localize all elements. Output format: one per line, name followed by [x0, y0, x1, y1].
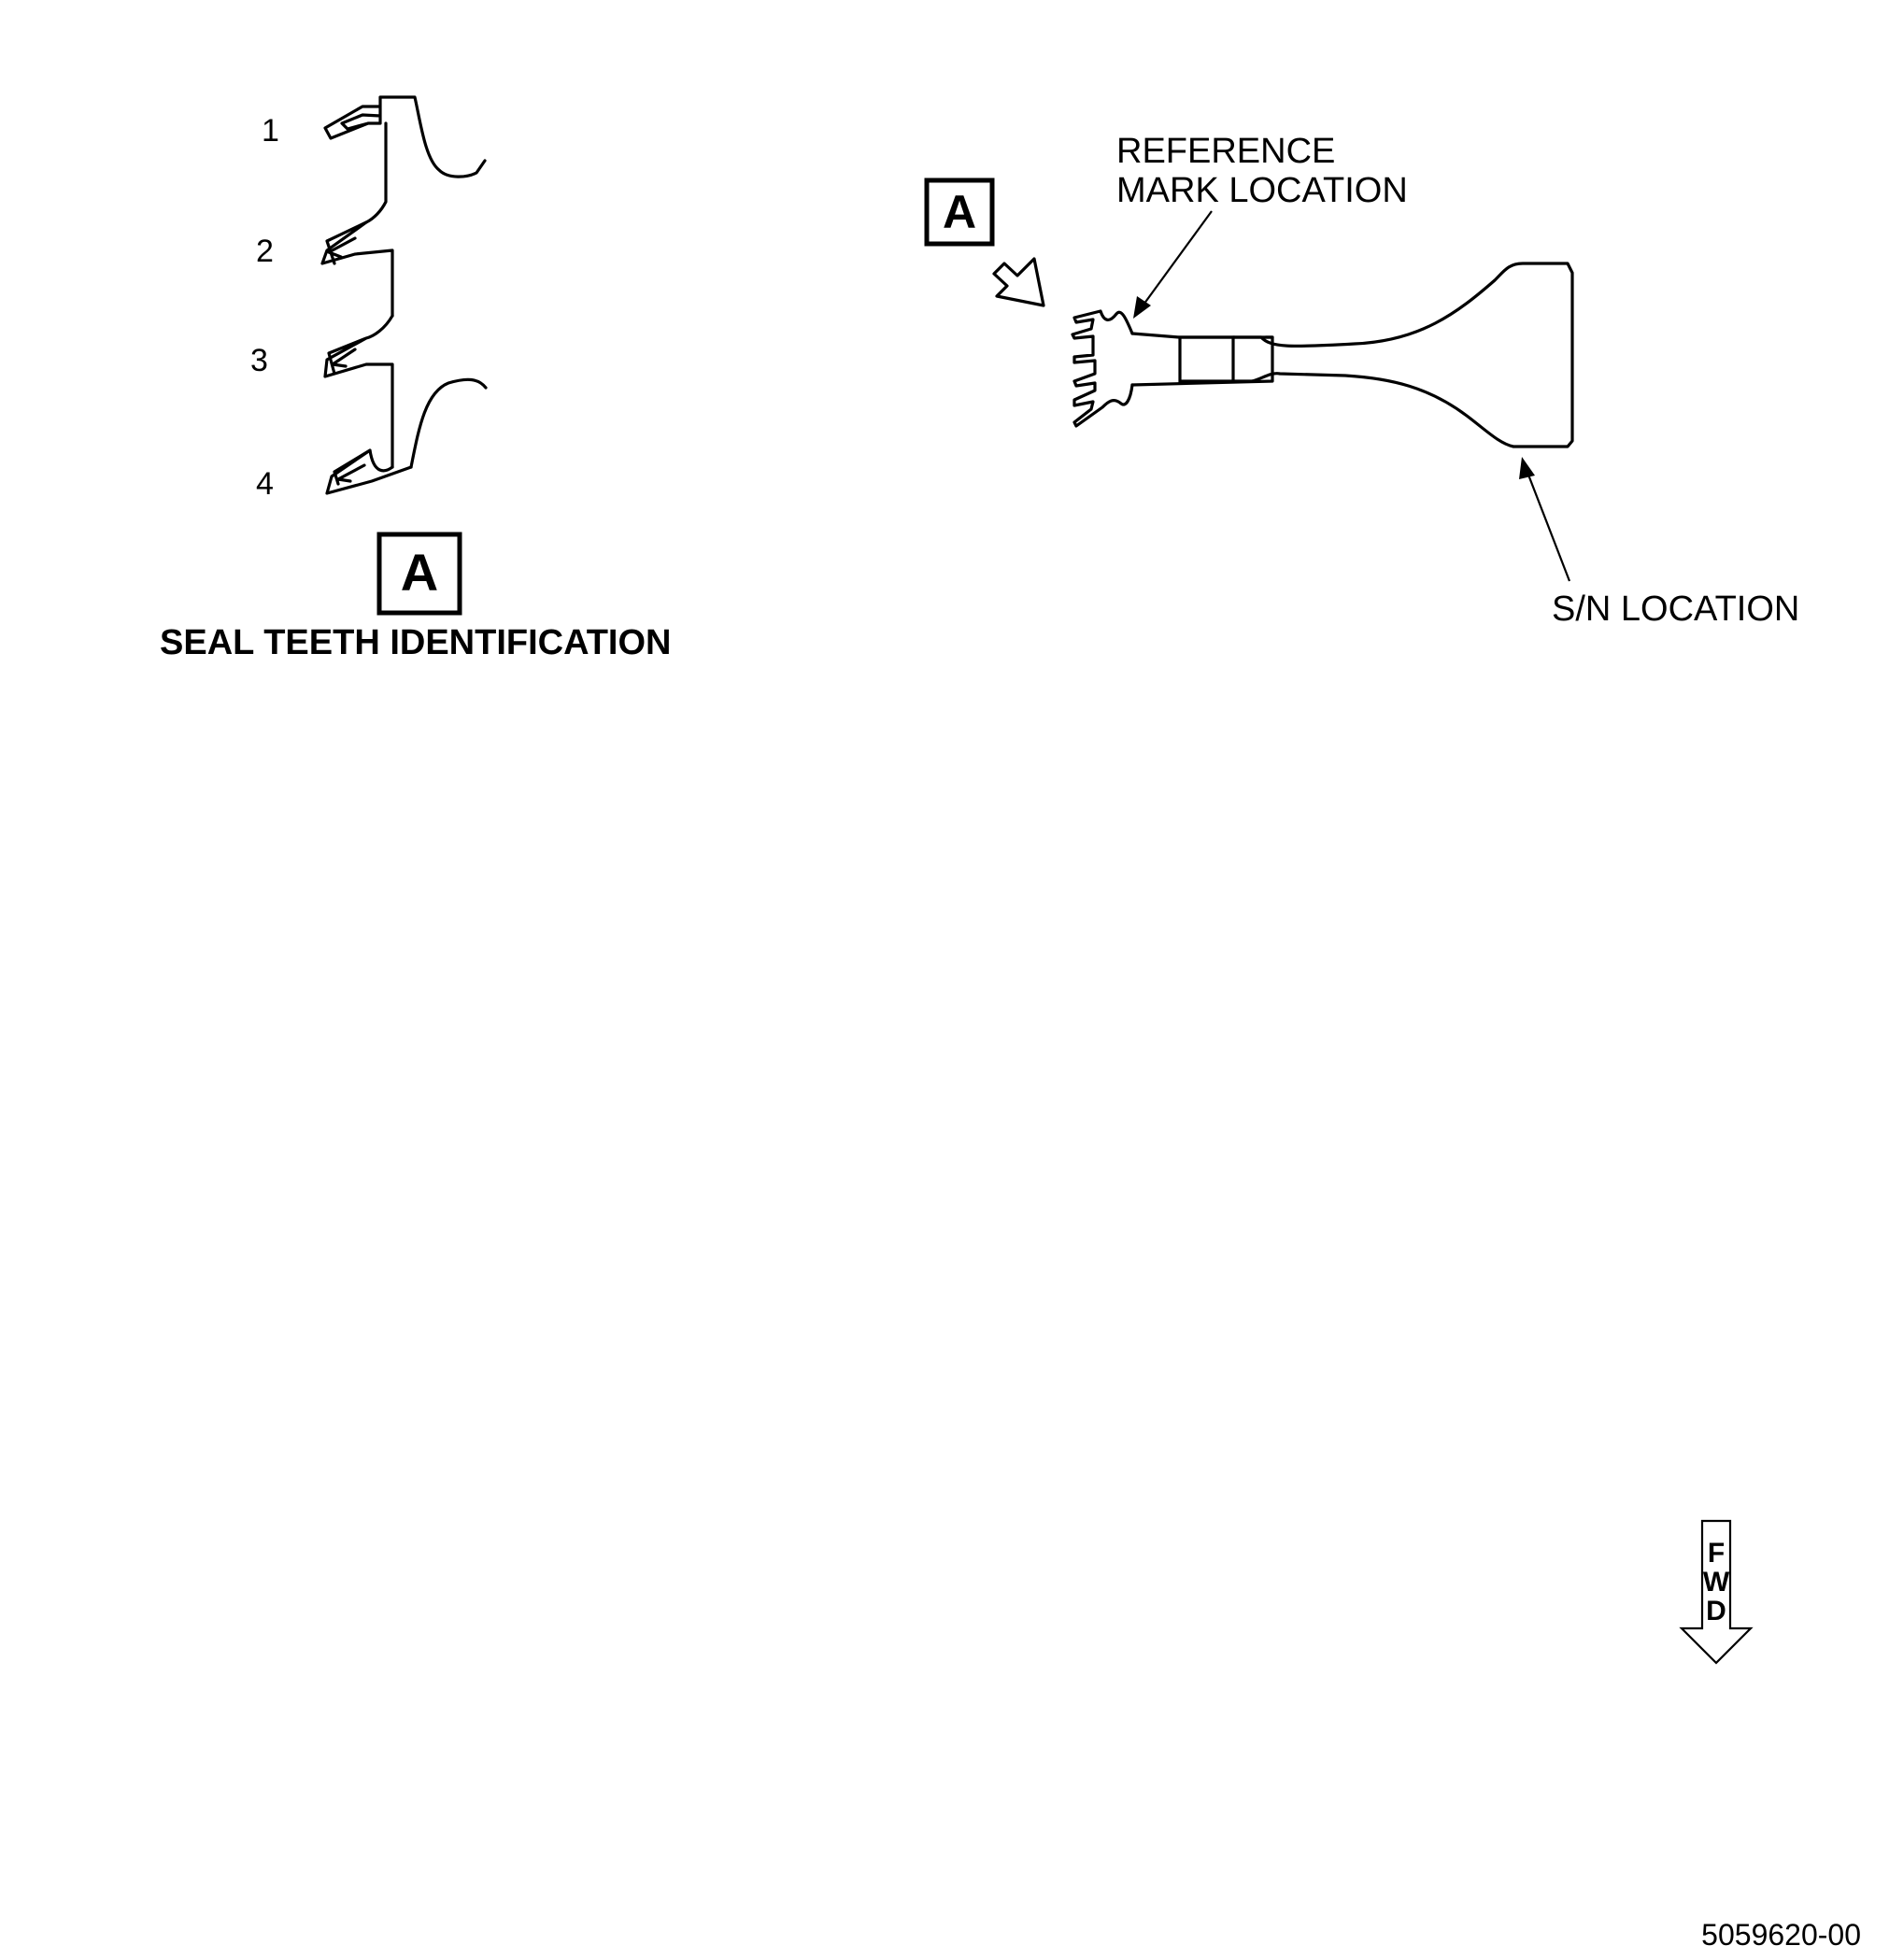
tooth-number-3: 3 — [250, 343, 268, 378]
seal-tooth-3 — [323, 314, 488, 469]
figure-id: 5059620-00 — [1701, 1918, 1861, 1952]
sn-location-label: S/N LOCATION — [1552, 589, 1799, 629]
seal-tooth-4 — [325, 448, 413, 495]
fwd-letter-w: W — [1703, 1567, 1730, 1598]
reference-mark-label-line1: REFERENCE — [1116, 132, 1335, 171]
fwd-arrow — [1679, 1519, 1754, 1665]
seal-part-profile — [1071, 262, 1574, 448]
view-a-box-main — [924, 178, 995, 247]
reference-mark-label-line2: MARK LOCATION — [1116, 171, 1408, 210]
seal-tooth-1 — [323, 95, 487, 224]
reference-mark-leader — [1138, 210, 1213, 312]
tooth-number-1: 1 — [262, 113, 279, 149]
sn-leader — [1525, 469, 1571, 582]
view-a-box-detail — [376, 532, 462, 616]
view-direction-arrow — [992, 257, 1045, 307]
reference-mark-arrowhead — [1133, 296, 1151, 319]
sn-arrowhead — [1519, 457, 1535, 479]
seal-teeth-detail — [320, 95, 488, 495]
tooth-number-2: 2 — [256, 234, 274, 269]
seal-teeth-caption: SEAL TEETH IDENTIFICATION — [160, 623, 672, 662]
view-a-letter-main: A — [943, 186, 976, 238]
fwd-letter-d: D — [1706, 1596, 1726, 1626]
view-a-letter-detail: A — [401, 543, 438, 602]
fwd-letter-f: F — [1708, 1538, 1725, 1569]
seal-tooth-2 — [320, 220, 394, 318]
tooth-number-4: 4 — [256, 466, 274, 502]
